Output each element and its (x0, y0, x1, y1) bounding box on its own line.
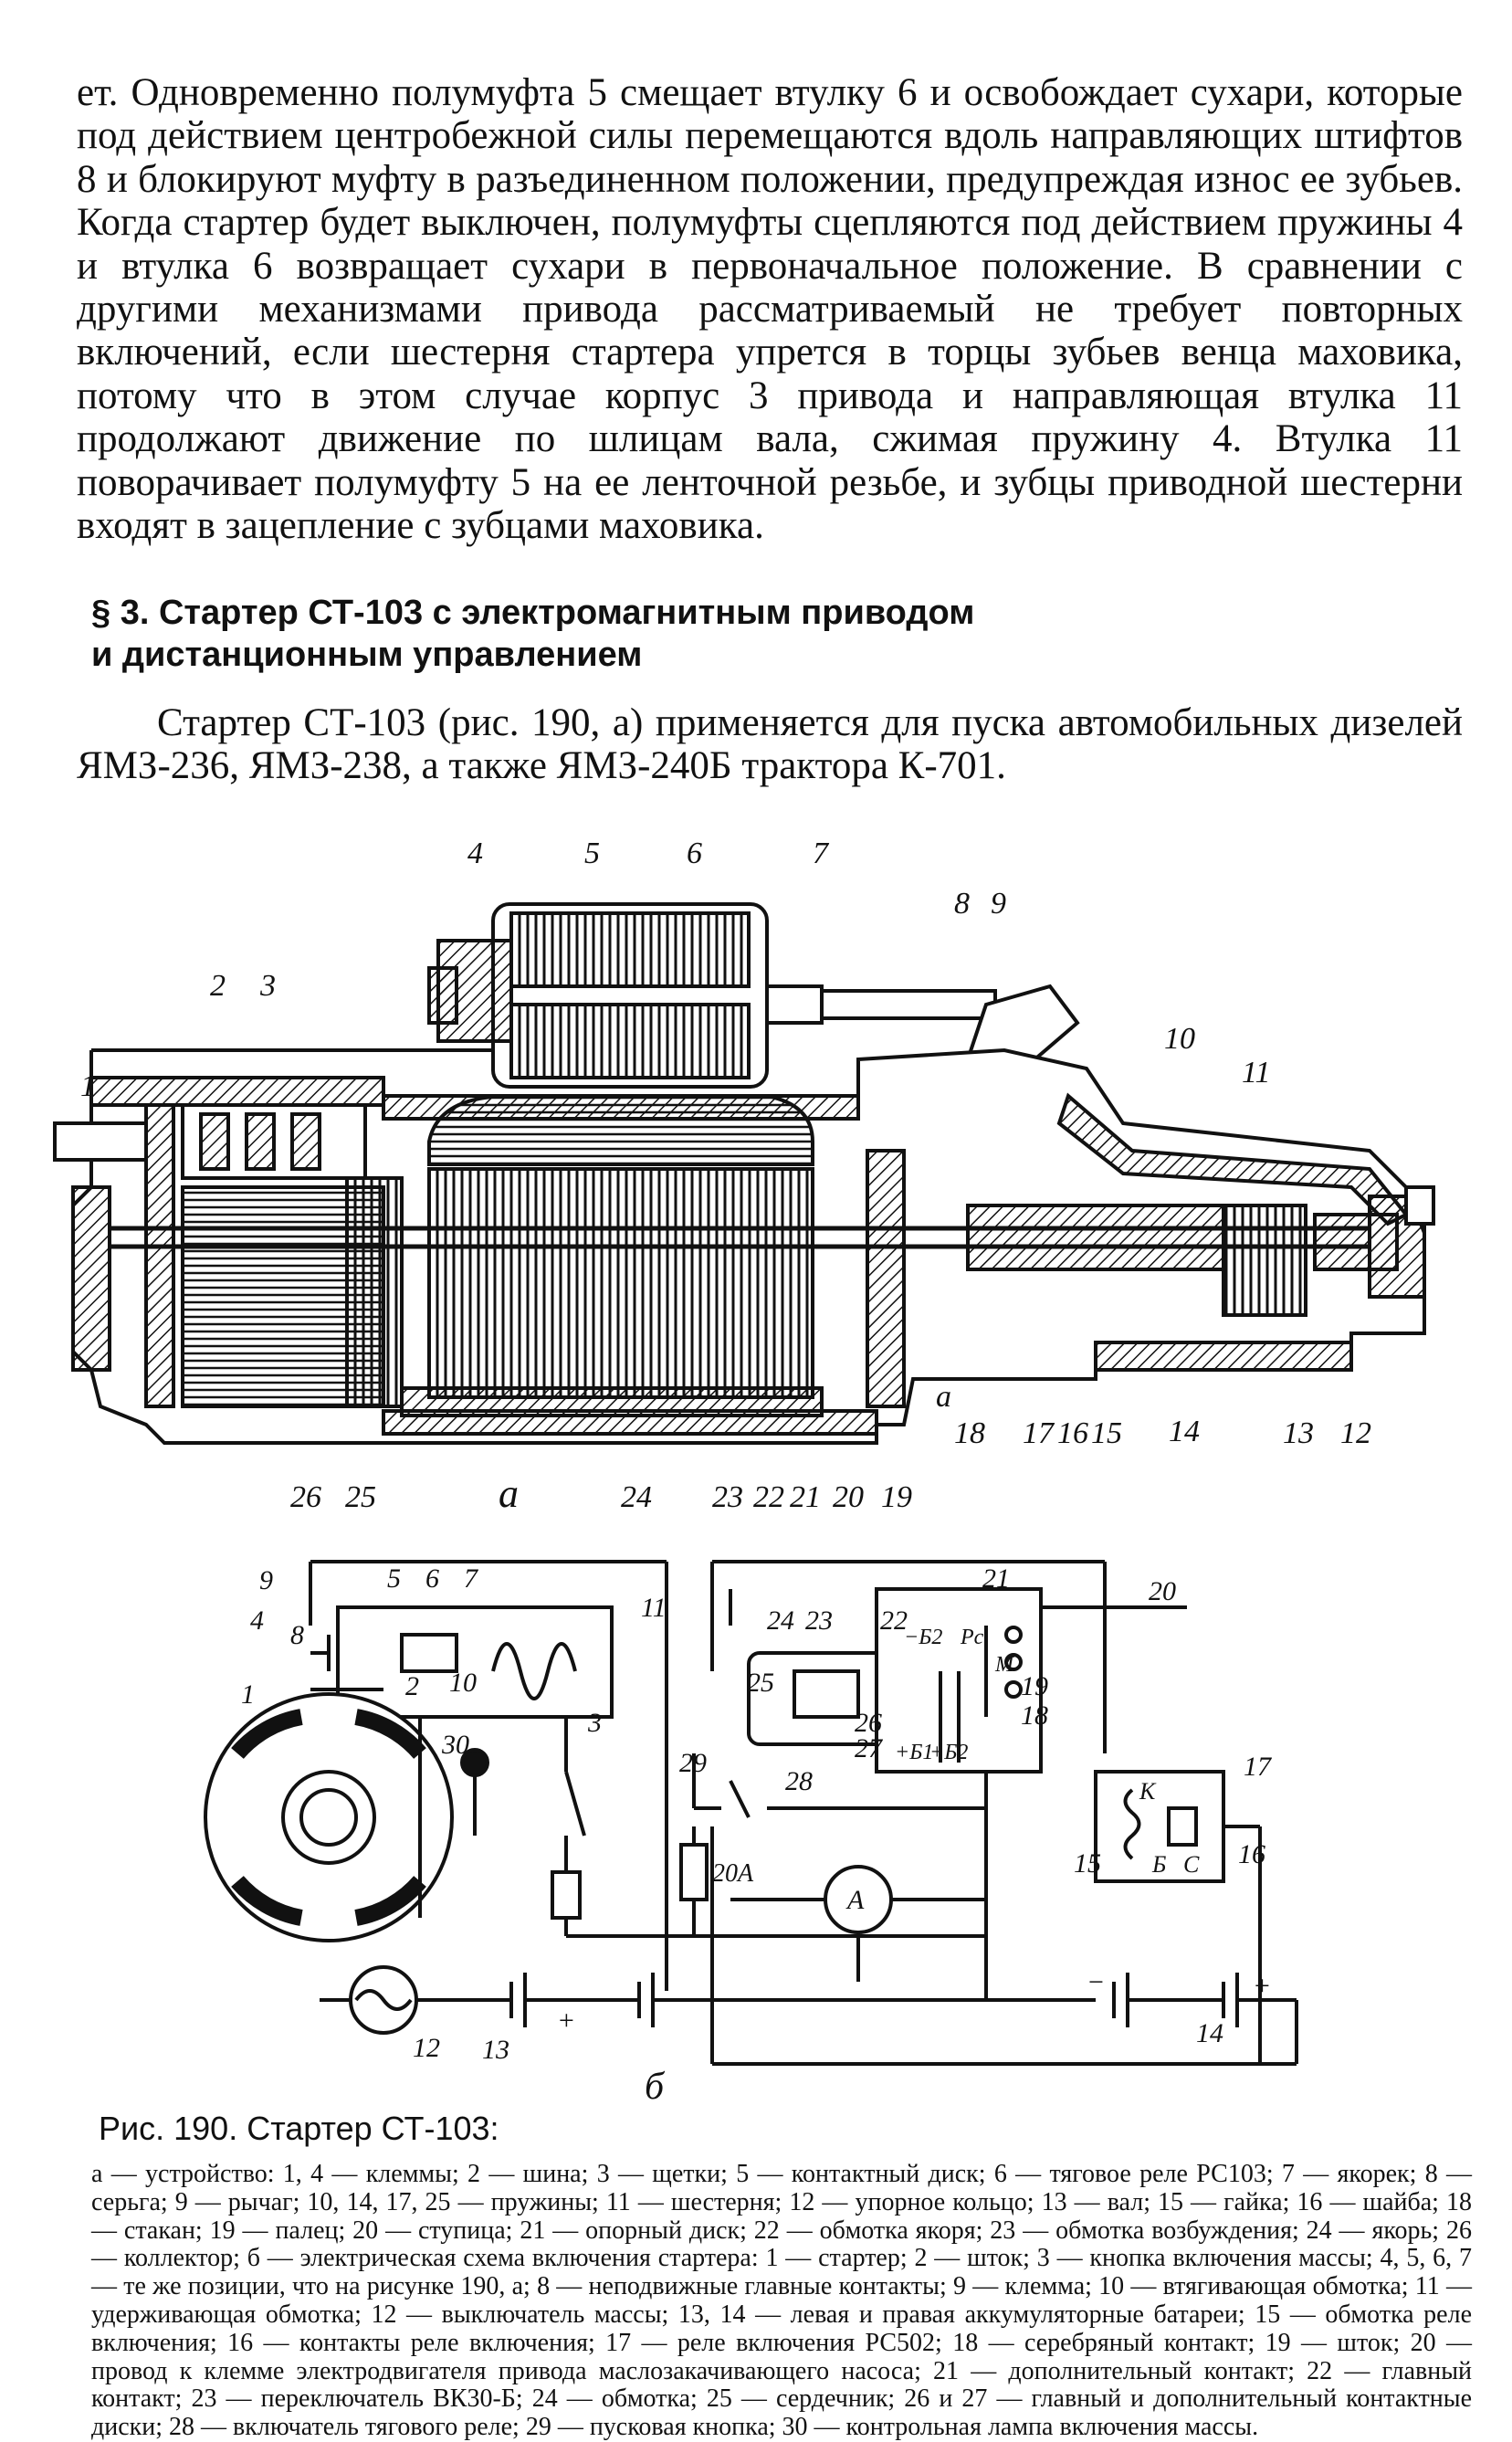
fig-b-label-10: 10 (449, 1668, 477, 1698)
figure-caption-title: Рис. 190. Стартер СТ-103: (99, 2110, 499, 2147)
fig-a-label-2: 2 (210, 969, 226, 1003)
terminal-k: К (1139, 1778, 1157, 1805)
ammeter-label: А (845, 1885, 865, 1915)
fig-b-label-12: 12 (413, 2033, 440, 2063)
battery-14-minus: − (1087, 1967, 1105, 1997)
fig-b-label-18: 18 (1021, 1700, 1048, 1731)
fig-a-label-11: 11 (1242, 1056, 1270, 1089)
fig-a-label-14: 14 (1169, 1415, 1200, 1448)
fig-a-label-21: 21 (790, 1480, 821, 1514)
fig-b-label-17: 17 (1244, 1752, 1273, 1782)
paragraph-1: ет. Одновременно полумуфта 5 смещает вту… (77, 71, 1463, 548)
fig-b-label-24: 24 (767, 1605, 794, 1636)
fig-a-label-24: 24 (621, 1480, 652, 1514)
fig-a-label-23: 23 (712, 1480, 743, 1514)
fig-b-label-21: 21 (982, 1563, 1010, 1594)
terminal-m: М (994, 1653, 1015, 1677)
fig-b-label-5: 5 (387, 1563, 401, 1594)
battery-14-plus: + (1253, 1971, 1271, 2001)
fig-b-label-11: 11 (641, 1593, 667, 1623)
fig-b-label-26: 26 (855, 1708, 882, 1738)
fig-a-label-17: 17 (1023, 1416, 1055, 1450)
fig-a-label-a-small: а (936, 1380, 951, 1414)
fig-b-label-2: 2 (405, 1671, 419, 1701)
fig-a-label-20: 20 (833, 1480, 864, 1514)
fig-b-label-30: 30 (441, 1730, 469, 1760)
figure-a-label: а (499, 1471, 519, 1516)
fig-a-label-22: 22 (753, 1480, 784, 1514)
fig-b-label-9: 9 (259, 1565, 273, 1595)
figure-caption-body: а — устройство: 1, 4 — клеммы; 2 — шина;… (91, 2160, 1472, 2442)
fig-a-label-8: 8 (954, 887, 970, 921)
fig-b-label-4: 4 (250, 1605, 264, 1636)
terminal-plus-b2: +Б2 (929, 1741, 968, 1764)
battery-13-plus: + (557, 2005, 575, 2036)
fig-a-label-16: 16 (1057, 1416, 1088, 1450)
section-heading: § 3. Стартер СТ-103 с электромагнитным п… (91, 592, 1278, 676)
fig-b-label-22: 22 (880, 1605, 908, 1636)
fig-a-label-26: 26 (290, 1480, 321, 1514)
fig-a-label-13: 13 (1283, 1416, 1314, 1450)
fig-b-label-3: 3 (587, 1708, 602, 1738)
paragraph-2: Стартер СТ-103 (рис. 190, а) применяется… (77, 701, 1463, 788)
fig-a-label-19: 19 (881, 1480, 912, 1514)
fig-b-label-14: 14 (1196, 2018, 1223, 2048)
figure-b-label: б (645, 2066, 666, 2108)
fig-a-label-4: 4 (467, 837, 483, 870)
fig-a-label-9: 9 (991, 887, 1006, 921)
fig-b-label-15: 15 (1074, 1848, 1101, 1879)
section-heading-line-2: и дистанционным управлением (91, 636, 643, 674)
fig-a-label-6: 6 (687, 837, 702, 870)
terminal-c: С (1183, 1851, 1200, 1878)
fig-b-label-19: 19 (1021, 1671, 1048, 1701)
fig-a-label-10: 10 (1164, 1022, 1195, 1056)
fig-a-label-18: 18 (954, 1416, 985, 1450)
fig-a-label-1: 1 (80, 1069, 96, 1103)
fig-a-label-3: 3 (259, 969, 276, 1003)
fig-b-label-6: 6 (425, 1563, 439, 1594)
fig-a-label-5: 5 (584, 837, 600, 870)
fig-b-label-7: 7 (464, 1563, 479, 1594)
fig-a-label-12: 12 (1340, 1416, 1371, 1450)
fig-b-label-16: 16 (1238, 1839, 1265, 1869)
terminal-rc: Рс (960, 1626, 984, 1649)
fig-a-label-7: 7 (813, 837, 830, 870)
fig-a-label-25: 25 (345, 1480, 376, 1514)
fuse-label: 20А (712, 1859, 754, 1888)
fig-b-label-25: 25 (747, 1668, 774, 1698)
terminal-b: Б (1151, 1851, 1166, 1878)
fig-b-label-20: 20 (1149, 1576, 1176, 1606)
fig-a-label-15: 15 (1091, 1416, 1122, 1450)
fig-b-label-13: 13 (482, 2035, 509, 2065)
fig-b-label-29: 29 (679, 1748, 707, 1778)
fig-b-label-27: 27 (855, 1733, 884, 1763)
fig-b-label-23: 23 (805, 1605, 833, 1636)
section-heading-line-1: § 3. Стартер СТ-103 с электромагнитным п… (91, 594, 975, 632)
fig-b-label-28: 28 (785, 1766, 813, 1796)
terminal-plus-b1: +Б1 (895, 1741, 933, 1764)
fig-b-label-8: 8 (290, 1620, 304, 1650)
fig-b-label-1: 1 (241, 1679, 255, 1710)
terminal-minus-b2: −Б2 (904, 1626, 942, 1649)
